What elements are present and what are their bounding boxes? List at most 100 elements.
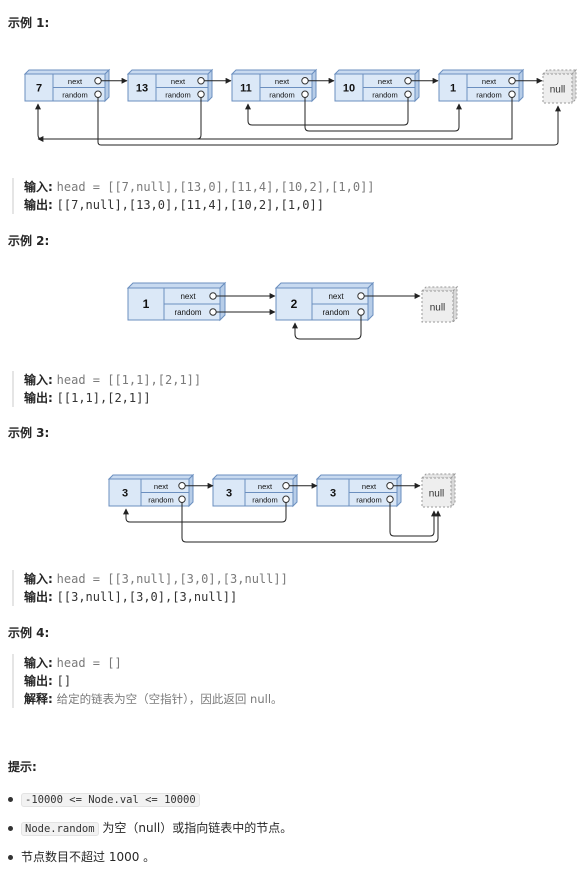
random-label: random xyxy=(252,495,277,504)
next-pointer-icon xyxy=(282,482,290,490)
node-value: 3 xyxy=(330,488,336,500)
output-value: [[7,null],[13,0],[11,4],[10,2],[1,0]] xyxy=(56,198,324,212)
hint-item-1: -10000 <= Node.val <= 10000 xyxy=(8,790,200,809)
input-label: 输入: xyxy=(24,373,53,387)
random-pointer-icon xyxy=(178,495,186,503)
bullet-icon xyxy=(8,855,13,860)
output-label: 输出: xyxy=(24,590,53,604)
next-label: next xyxy=(68,77,83,86)
hint-item-3: 节点数目不超过 1000 。 xyxy=(8,848,155,866)
bullet-icon xyxy=(8,797,13,802)
example-2-io: 输入: head = [[1,1],[2,1]] 输出: [[1,1],[2,1… xyxy=(12,371,201,407)
next-pointer-icon xyxy=(386,482,394,490)
node-value: 7 xyxy=(36,83,42,95)
example-1-title: 示例 1: xyxy=(8,16,50,30)
output-value: [] xyxy=(56,674,72,688)
random-pointer-icon xyxy=(209,308,217,316)
next-label: next xyxy=(362,482,377,491)
next-label: next xyxy=(482,77,497,86)
random-arrow xyxy=(123,502,287,523)
random-arrow xyxy=(389,502,437,537)
input-label: 输入: xyxy=(24,572,53,586)
random-arrow xyxy=(292,315,362,340)
random-pointer-icon xyxy=(282,495,290,503)
next-label: next xyxy=(154,482,169,491)
next-pointer-icon xyxy=(209,292,217,300)
example-3-diagram: 3 next random 3 next random 3 next random null xyxy=(107,472,457,543)
next-pointer-icon xyxy=(94,77,102,85)
example-4-title: 示例 4: xyxy=(8,626,50,640)
next-pointer-icon xyxy=(301,77,309,85)
example-1-io: 输入: head = [[7,null],[13,0],[11,4],[10,2… xyxy=(12,178,375,214)
null-label: null xyxy=(430,303,446,314)
random-label: random xyxy=(174,308,201,317)
random-pointer-icon xyxy=(508,90,516,98)
node-value: 3 xyxy=(122,488,128,500)
node-value: 11 xyxy=(240,83,252,95)
input-label: 输入: xyxy=(24,180,53,194)
hint-item-2: Node.random 为空（null）或指向链表中的节点。 xyxy=(8,819,292,838)
random-label: random xyxy=(148,495,173,504)
random-pointer-icon xyxy=(197,90,205,98)
node-value: 3 xyxy=(226,488,232,500)
node-value: 2 xyxy=(291,297,298,311)
random-arrow xyxy=(37,97,513,142)
random-label: random xyxy=(165,90,190,99)
next-pointer-icon xyxy=(197,77,205,85)
input-value: head = [[1,1],[2,1]] xyxy=(56,373,202,387)
list-node: 11 next random xyxy=(230,68,318,103)
input-value: head = [] xyxy=(56,656,122,670)
list-node: 3 next random xyxy=(315,473,403,508)
random-arrow xyxy=(97,97,561,146)
random-label: random xyxy=(372,90,397,99)
random-label: random xyxy=(269,90,294,99)
example-2-title: 示例 2: xyxy=(8,234,50,248)
bullet-icon xyxy=(8,826,13,831)
hint-code: Node.random xyxy=(21,822,99,836)
hints-title: 提示: xyxy=(8,760,37,774)
random-pointer-icon xyxy=(301,90,309,98)
next-pointer-icon xyxy=(508,77,516,85)
random-pointer-icon xyxy=(357,308,365,316)
random-label: random xyxy=(476,90,501,99)
random-label: random xyxy=(62,90,87,99)
example-3-title: 示例 3: xyxy=(8,426,50,440)
next-pointer-icon xyxy=(178,482,186,490)
next-label: next xyxy=(180,292,196,301)
next-pointer-icon xyxy=(404,77,412,85)
next-label: next xyxy=(258,482,273,491)
output-label: 输出: xyxy=(24,674,53,688)
input-label: 输入: xyxy=(24,656,53,670)
hint-text: 为空（null）或指向链表中的节点。 xyxy=(102,821,293,835)
input-value: head = [[3,null],[3,0],[3,null]] xyxy=(56,572,288,586)
null-label: null xyxy=(550,85,566,96)
node-value: 1 xyxy=(450,83,456,95)
null-label: null xyxy=(429,489,445,500)
null-node: null xyxy=(420,472,457,509)
input-value: head = [[7,null],[13,0],[11,4],[10,2],[1… xyxy=(56,180,375,194)
next-pointer-icon xyxy=(357,292,365,300)
list-node: 3 next random xyxy=(107,473,195,508)
random-label: random xyxy=(356,495,381,504)
random-pointer-icon xyxy=(404,90,412,98)
random-label: random xyxy=(322,308,349,317)
list-node: 1 next random xyxy=(437,68,525,103)
random-pointer-icon xyxy=(94,90,102,98)
random-arrow xyxy=(181,502,441,543)
hint-text: 节点数目不超过 1000 。 xyxy=(21,850,156,864)
list-node: 2 next random xyxy=(274,281,375,322)
next-label: next xyxy=(171,77,186,86)
random-arrow xyxy=(304,97,462,132)
next-label: next xyxy=(275,77,290,86)
node-value: 10 xyxy=(343,83,355,95)
random-arrow xyxy=(245,97,409,126)
explain-value: 给定的链表为空（空指针），因此返回 null。 xyxy=(56,692,283,706)
next-label: next xyxy=(328,292,344,301)
output-label: 输出: xyxy=(24,391,53,405)
null-node: null xyxy=(420,285,459,324)
example-1-diagram: 7nextrandom13nextrandom11nextrandom10nex… xyxy=(23,68,578,146)
list-node: 7 next random xyxy=(23,68,111,103)
null-node: null xyxy=(541,68,578,105)
